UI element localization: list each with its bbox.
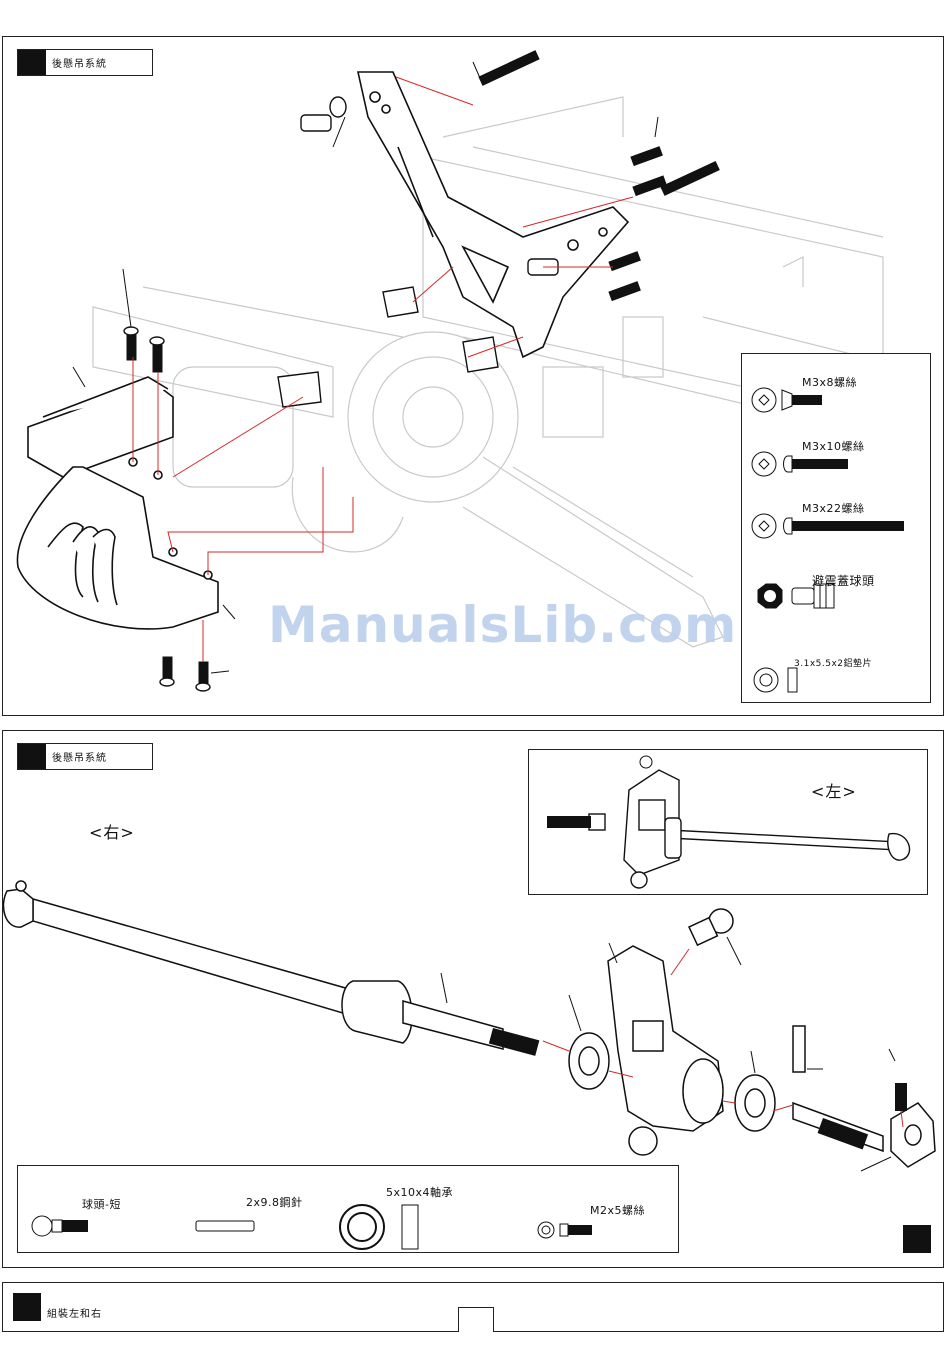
legend-m3x8-label: M3x8螺絲 <box>802 374 857 390</box>
step3-panel: 組裝左和右 <box>2 1282 944 1332</box>
m2-screw-icon <box>536 1218 606 1242</box>
legend-steel-pin-label: 2x9.8鋼針 <box>246 1194 303 1210</box>
bearing-icon <box>336 1202 446 1252</box>
legend-m2x5-label: M2x5螺絲 <box>590 1202 645 1218</box>
step2-panel: 後懸吊系統 <右> <左> <box>2 730 944 1268</box>
step3-tab <box>458 1307 494 1332</box>
legend-m3x10-label: M3x10螺絲 <box>802 438 865 454</box>
step1-parts-legend: M3x8螺絲 M3x10螺絲 M3x22螺絲 避震蓋球頭 <box>741 353 931 703</box>
watermark: ManualsLib.com <box>268 596 737 654</box>
legend-ball-stud-label: 球頭-短 <box>82 1196 121 1212</box>
legend-spacer-label: 3.1x5.5x2鋁墊片 <box>794 656 872 669</box>
step3-title: 組裝左和右 <box>47 1305 102 1320</box>
short-ball-stud-icon <box>28 1210 98 1242</box>
steel-pin-icon <box>194 1218 258 1234</box>
legend-bearing-label: 5x10x4軸承 <box>386 1184 453 1200</box>
legend-shock-ball-label: 避震蓋球頭 <box>812 572 875 589</box>
step2-corner-mark <box>903 1225 931 1253</box>
step3-number-box <box>13 1293 41 1321</box>
legend-m3x22-label: M3x22螺絲 <box>802 500 865 516</box>
step2-parts-legend: 球頭-短 2x9.8鋼針 5x10x4軸承 M2x5螺絲 <box>17 1165 679 1253</box>
